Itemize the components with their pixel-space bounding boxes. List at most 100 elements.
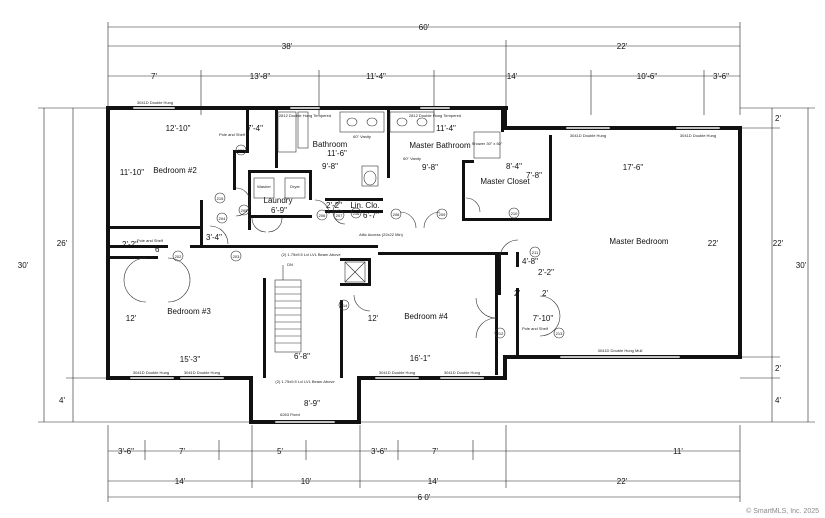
closet-2-width: 7'-4" (247, 124, 263, 133)
vanity-note: 60" Vanity (353, 134, 371, 139)
mb-dim-a: 4'-8" (522, 257, 538, 266)
room-master-closet: Master Closet (480, 177, 530, 186)
bedroom-2-width: 12'-10" (166, 124, 191, 133)
window-note: 3041D Double Hung (184, 370, 220, 375)
tub-icon (277, 111, 297, 153)
dim-top2-c: 11'-4" (366, 72, 386, 81)
interior-walls (108, 108, 552, 378)
dim-bot1-a: 3'-6" (118, 447, 134, 456)
door-tag: 209 (439, 212, 446, 217)
dim-top2-e: 10'-6" (637, 72, 658, 81)
bathroom-width: 11'-6" (327, 149, 347, 158)
window-note: 3041D Double Hung (444, 370, 480, 375)
window-note: 2812 Double Hung Tempered (279, 113, 331, 118)
dim-top2-b: 13'-8" (250, 72, 271, 81)
dim-top2-a: 7' (151, 72, 157, 81)
shelf-note: Pole and Shelf (522, 326, 549, 331)
overall-depth-left: 30' (18, 261, 29, 270)
beam-note: (2) 1.75x9.5 Lvl LVL Beam Above (275, 379, 335, 384)
door-tag: 211 (532, 250, 539, 255)
shower-note: Shower 30" x 60" (472, 141, 503, 146)
dim-left-4: 4' (59, 396, 65, 405)
windows (129, 106, 721, 424)
bedroom-2-depth: 11'-10" (120, 168, 144, 177)
bedroom-3-depth: 12' (126, 314, 137, 323)
dim-bot2-b: 10' (301, 477, 312, 486)
fixed-window-note: 6263 Fixed (280, 412, 300, 417)
dim-bot2-c: 14' (428, 477, 439, 486)
door-tag: 208 (393, 212, 400, 217)
bedroom-3-closet: 6' (155, 245, 161, 254)
bedroom-2-side: 3'-4" (206, 233, 222, 242)
vanity-note: 60" Vanity (403, 156, 421, 161)
door-tag: 203 (233, 254, 240, 259)
master-bedroom-width: 17'-6" (623, 163, 644, 172)
master-bedroom-depth: 22' (708, 239, 719, 248)
dim-top-22: 22' (617, 42, 628, 51)
bedroom-4-depth: 12' (368, 314, 379, 323)
attic-note: Attic Access (22x22 Min) (359, 232, 403, 237)
dim-bot1-b: 7' (179, 447, 185, 456)
master-closet-width: 8'-4" (506, 162, 522, 171)
bedroom-4-width: 16'-1" (410, 354, 431, 363)
window-note: 3041D Double Hung (133, 370, 169, 375)
dim-bot2-a: 14' (175, 477, 186, 486)
dim-right-4: 4' (775, 396, 781, 405)
washer-note: Washer (257, 184, 271, 189)
room-bedroom-3: Bedroom #3 (167, 307, 211, 316)
door-tag: 207 (336, 213, 343, 218)
dim-top2-d: 14' (507, 72, 518, 81)
dim-bot1-e: 7' (432, 447, 438, 456)
door-tag: 204 (219, 216, 226, 221)
room-laundry: Laundry (264, 196, 293, 205)
dim-bot1-c: 5' (277, 447, 283, 456)
window-note: 3041D Double Hung Mull (598, 348, 643, 353)
door-tag: 216 (353, 211, 360, 216)
dim-bot1-f: 11' (673, 447, 683, 456)
plan-notes: 3041D Double Hung 2812 Double Hung Tempe… (133, 100, 716, 417)
room-bathroom: Bathroom (313, 140, 348, 149)
dim-right-2b: 2' (775, 364, 781, 373)
dim-left-26: 26' (57, 239, 68, 248)
door-swings (123, 187, 561, 339)
misc-dimensions: 7'-4" 3'-4" 2'-2" 6' 6'-8" 8'-9" 4'-8" 2… (122, 124, 554, 408)
window-note: 3041D Double Hung (379, 370, 415, 375)
vanity-icon (339, 111, 385, 133)
toilet-icon (361, 165, 379, 187)
door-tag: 206 (319, 213, 326, 218)
mb-dim-e: 7'-10" (533, 314, 554, 323)
master-bath-depth: 9'-8" (422, 163, 438, 172)
window-note: 3041D Double Hung (570, 133, 606, 138)
fixtures (253, 111, 501, 283)
dim-top-38: 38' (282, 42, 293, 51)
bedroom-3-top: 2'-2" (122, 240, 138, 249)
door-tag: 201 (238, 148, 245, 153)
door-tags: 201 202 203 204 205 206 207 208 209 210 … (172, 144, 565, 339)
stairs (274, 265, 302, 353)
bedroom-3-width: 15'-3" (180, 355, 201, 364)
door-tag: 215 (217, 196, 224, 201)
dim-right-22: 22' (773, 239, 784, 248)
dimension-lines (38, 22, 815, 502)
washer-icon (253, 177, 275, 199)
overall-width-bottom: 6 0' (418, 493, 431, 502)
dim-bot1-d: 3'-6" (371, 447, 387, 456)
room-labels: Bedroom #2 12'-10" 11'-10" Bathroom 11'-… (120, 124, 719, 364)
door-tag: 202 (175, 254, 182, 259)
porch-width: 8'-9" (304, 399, 320, 408)
lin-clo-width: 2'-2" (326, 201, 342, 210)
dryer-note: Dryer (290, 184, 300, 189)
overall-width-top: 60' (419, 23, 430, 32)
stair-width: 6'-8" (294, 352, 310, 361)
shelf-note: Pole and Shelf (219, 132, 246, 137)
stair-dn-note: DN (287, 262, 293, 267)
dryer-icon (284, 177, 306, 199)
window-note: 3041D Double Hung (680, 133, 716, 138)
bathroom-depth: 9'-8" (322, 162, 338, 171)
exterior-walls (106, 106, 742, 424)
dimension-labels: 60' 38' 22' 7' 13'-8" 11'-4" 14' 10'-6" … (18, 23, 807, 502)
door-tag: 214 (341, 303, 348, 308)
dim-bot2-d: 22' (617, 477, 628, 486)
window-note: 3041D Double Hung (137, 100, 173, 105)
